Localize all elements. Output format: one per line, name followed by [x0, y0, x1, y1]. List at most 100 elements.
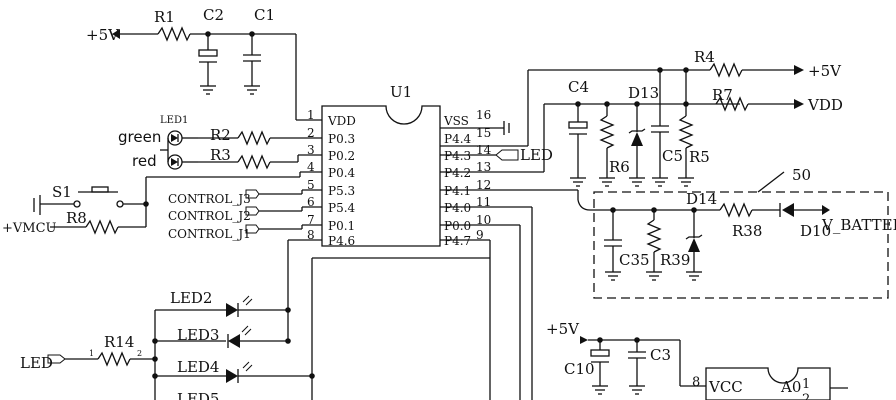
c5-label: C5 [662, 147, 683, 165]
resistor-r8: R8 +VMCU [2, 209, 146, 236]
u1-left-pin-name: P4.6 [328, 234, 355, 248]
led2-label: LED2 [170, 289, 212, 307]
u1-left-pin-name: P0.3 [328, 132, 355, 146]
r2-label: R2 [210, 126, 231, 144]
led1-bicolor: LED1 green red [118, 115, 198, 170]
u1-left-pin-num: 4 [307, 160, 315, 174]
d13-label: D13 [628, 84, 659, 102]
d10-label: D10 [800, 222, 831, 240]
u1-left-pin-num: 7 [307, 213, 315, 227]
u1-right-pin-name: P4.1 [444, 184, 471, 198]
control-j3-label: CONTROL_J3 [168, 192, 251, 206]
plus5v-rail-top-left: +5V [86, 26, 158, 44]
r4-label: R4 [694, 48, 715, 66]
u1-left-pin-name: P0.4 [328, 166, 356, 180]
u1-left-pin-num: 1 [307, 108, 315, 122]
r1-label: R1 [154, 8, 175, 26]
u1-left-pin-name: P5.3 [328, 184, 355, 198]
r6-label: R6 [609, 158, 630, 176]
u1-left-pin-name: P0.1 [328, 219, 355, 233]
chip-2: 8 VCC A0 1 2 [692, 367, 848, 400]
u1-right-pin-num: 9 [476, 228, 484, 242]
red-label: red [132, 152, 157, 170]
led3-label: LED3 [177, 326, 219, 344]
c2-label: C2 [203, 6, 224, 24]
battery-sense-block: 50 C35 R39 D14 R38 D10 V_BATTER [593, 166, 896, 299]
capacitor-c5: C5 [651, 70, 683, 187]
zener-d13: D13 [628, 84, 659, 187]
resistor-r4: R4 +5V [694, 48, 842, 80]
resistor-r2: R2 [198, 126, 322, 146]
r8-label: R8 [66, 209, 87, 227]
led4-label: LED4 [177, 358, 219, 376]
r14-pin2-label: 2 [137, 349, 142, 358]
u1-right-pin-num: 15 [476, 126, 491, 140]
chip2-pin1-num: 1 [802, 377, 810, 392]
capacitor-c3: C3 [628, 340, 671, 395]
chip2-pin2-num: 2 [802, 392, 810, 400]
switch-s1: S1 [33, 183, 146, 215]
u1-right-pin-name: P0.0 [444, 219, 471, 233]
u1-right-pin-num: 12 [476, 178, 491, 192]
u1-right-pin-num: 16 [476, 108, 491, 122]
u1-left-pin-num: 5 [307, 178, 315, 192]
u1-right-pin-num: 13 [476, 160, 491, 174]
resistor-r5: R5 [678, 70, 710, 187]
u1-left-pin-num: 3 [307, 143, 315, 157]
r3-label: R3 [210, 146, 231, 164]
c35-label: C35 [619, 251, 650, 269]
resistor-r6: R6 [599, 104, 630, 187]
led4-led5-pair: LED4 LED5 [155, 257, 490, 400]
power-arrow-icon [112, 29, 120, 39]
plus5v-rail-bottom: +5V [546, 320, 706, 387]
r38-label: R38 [732, 222, 762, 240]
u1-right-pin-num: 11 [476, 195, 491, 209]
capacitor-c1: C1 [243, 6, 275, 95]
capacitor-c4: C4 [568, 78, 589, 187]
plus5v-bottom-label: +5V [546, 320, 580, 338]
plus5v-r4-label: +5V [808, 62, 842, 80]
u1-left-pin-num: 6 [307, 195, 315, 209]
u1-left-pin-num: 8 [307, 228, 315, 242]
chip2-vcc-label: VCC [708, 378, 743, 396]
resistor-r3: R3 [198, 146, 322, 170]
u1-right-pin-name: P4.4 [444, 132, 472, 146]
control-j1-label: CONTROL_J1 [168, 227, 251, 241]
led5-label: LED5 [177, 390, 219, 400]
u1-left-pin-name: VDD [327, 114, 356, 128]
vdd-r7-label: VDD [807, 96, 843, 114]
c3-label: C3 [650, 346, 671, 364]
u1-right-pin-name: P4.3 [444, 149, 471, 163]
resistor-r1: R1 [154, 8, 191, 42]
s1-label: S1 [52, 183, 72, 201]
d14-label: D14 [686, 190, 717, 208]
chip2-pin8-num: 8 [692, 375, 700, 390]
resistor-r7: R7 VDD [712, 86, 843, 114]
capacitor-c2: C2 [198, 6, 224, 95]
r7-label: R7 [712, 86, 733, 104]
u1-right-pin-name: P4.0 [444, 201, 471, 215]
r39-label: R39 [660, 251, 690, 269]
control-connectors: CONTROL_J3 CONTROL_J2 CONTROL_J1 [168, 189, 322, 241]
block-50-label: 50 [792, 166, 811, 184]
u1-right-pin-name: P4.2 [444, 166, 471, 180]
capacitor-c10: C10 [564, 340, 610, 395]
u1-right-pin-name: VSS [443, 114, 469, 128]
c10-label: C10 [564, 360, 595, 378]
green-label: green [118, 128, 161, 146]
resistor-r14: LED R14 1 2 [20, 333, 155, 372]
c4-label: C4 [568, 78, 589, 96]
plus5v-label: +5V [86, 26, 120, 44]
c1-label: C1 [254, 6, 275, 24]
u1-left-pin-name: P5.4 [328, 201, 356, 215]
chip-u1-ref: U1 [390, 83, 412, 101]
u1-left-pin-num: 2 [307, 126, 315, 140]
led1-label: LED1 [160, 115, 188, 126]
led2-led3-pair: LED2 LED3 [154, 289, 289, 400]
v-battery-label: V_BATTERY [821, 216, 896, 234]
u1-right-pin-name: P4.7 [444, 234, 471, 248]
u1-right-pin-num: 10 [476, 213, 491, 227]
